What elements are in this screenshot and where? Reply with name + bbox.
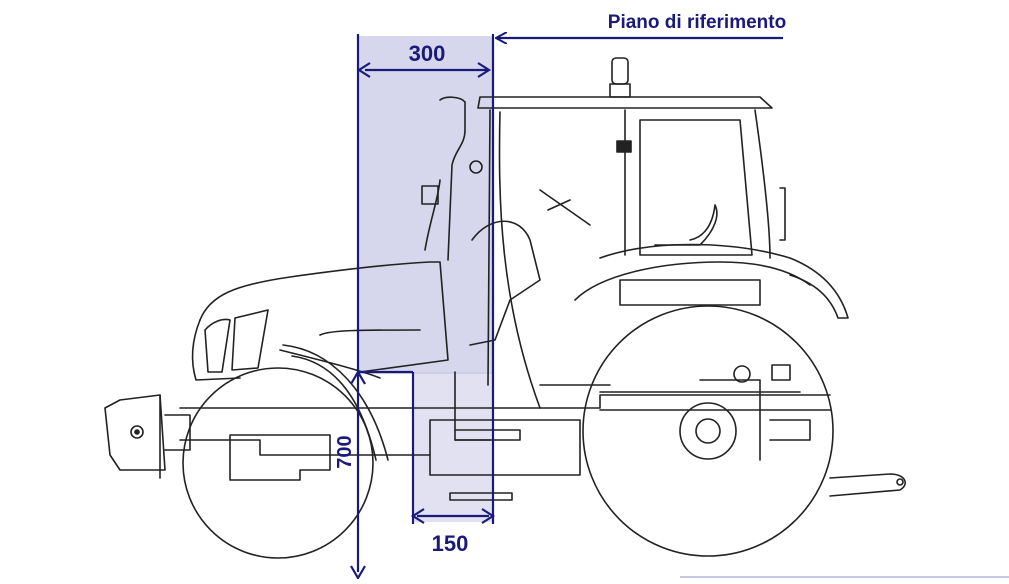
drawbar	[829, 473, 906, 497]
height-label: 700	[334, 435, 356, 468]
front-weights	[104, 394, 191, 479]
tractor-outline	[104, 57, 906, 559]
height-bottom-arrow	[350, 565, 366, 581]
front-wheel	[182, 367, 374, 559]
rear-wheel	[582, 305, 834, 557]
chassis	[179, 371, 831, 501]
bottom-width-label: 150	[432, 531, 469, 556]
lower-clearance-zone	[413, 372, 493, 522]
hood	[191, 261, 449, 381]
upper-clearance-zone	[358, 36, 493, 374]
cab	[477, 57, 773, 409]
reference-plane-label: Piano di riferimento	[608, 12, 786, 33]
dimension-lines	[350, 34, 783, 581]
top-width-label: 300	[409, 41, 446, 66]
